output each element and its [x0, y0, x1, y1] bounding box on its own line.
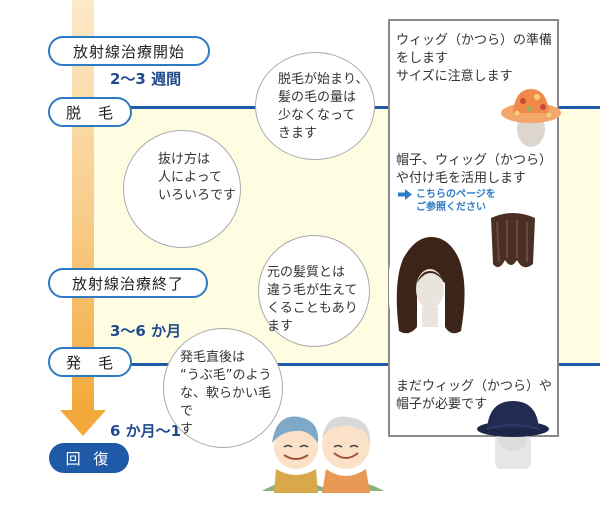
- wig-prep-text: ウィッグ（かつら）の準備 をします サイズに注意します: [396, 33, 553, 84]
- treatment-start-label: 放射線治療開始: [48, 36, 210, 66]
- advice-panel: [388, 19, 559, 437]
- soft-hair-bubble: 発毛直後は “うぶ毛”のよう な、軟らかい毛で す: [163, 328, 283, 448]
- hair-loss-varies-bubble: 抜け方は 人によって いろいろです: [123, 130, 241, 248]
- treatment-end-label: 放射線治療終了: [48, 268, 208, 298]
- sun-hat-photo-icon: [501, 89, 561, 147]
- regrowth-line: [130, 363, 600, 366]
- different-hair-bubble: 元の髪質とは 違う毛が生えて くることもあります: [258, 235, 370, 347]
- wig-mannequin-photo-icon: [389, 233, 471, 341]
- bubble-text: 発毛直後は “うぶ毛”のよう な、軟らかい毛で す: [180, 350, 272, 437]
- period-2-3-weeks: 2～3 週間: [110, 70, 182, 88]
- hair-loss-start-bubble: 脱毛が始まり、 髪の毛の量は 少なくなって きます: [255, 52, 375, 160]
- hair-loss-label: 脱 毛: [48, 97, 132, 127]
- timeline-arrow-head-icon: [60, 410, 106, 436]
- hat-wig-text: 帽子、ウィッグ（かつら） や付け毛を活用します: [396, 153, 553, 186]
- bubble-text: 脱毛が始まり、 髪の毛の量は 少なくなって きます: [278, 72, 369, 141]
- reference-page-link[interactable]: こちらのページを ご参照ください: [398, 188, 496, 214]
- elderly-couple-illustration-icon: [262, 416, 384, 493]
- arrow-right-icon: [398, 189, 412, 200]
- period-3-6-months: 3～6 か月: [110, 322, 182, 340]
- bubble-text: 抜け方は 人によって いろいろです: [158, 152, 237, 203]
- still-need-text: まだウィッグ（かつら）や 帽子が必要です: [396, 379, 553, 412]
- reference-link-label: こちらのページを ご参照ください: [416, 189, 496, 213]
- bubble-text: 元の髪質とは 違う毛が生えて くることもあります: [267, 265, 358, 334]
- recovery-label: 回 復: [49, 443, 129, 473]
- hairpiece-photo-icon: [477, 210, 549, 276]
- knit-cap-photo-icon: [477, 401, 549, 469]
- regrowth-label: 発 毛: [48, 347, 132, 377]
